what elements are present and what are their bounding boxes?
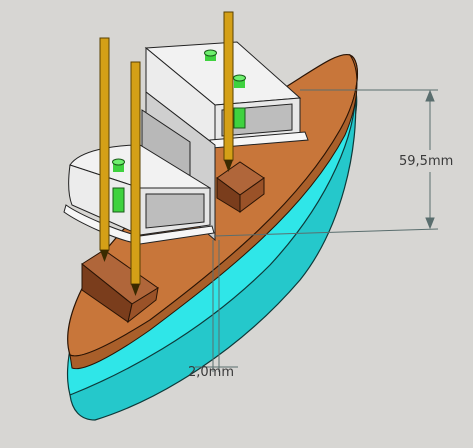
pipe-2 bbox=[233, 74, 246, 88]
gap-dimension bbox=[195, 240, 238, 372]
gap-dimension-label: 2,0mm bbox=[188, 365, 234, 380]
deck-edge bbox=[69, 53, 358, 370]
height-dimension bbox=[213, 89, 439, 237]
bow-block bbox=[81, 249, 159, 324]
front-mast bbox=[99, 37, 110, 262]
height-dimension-label: 59,5mm bbox=[399, 154, 453, 169]
pipe-4 bbox=[112, 158, 125, 172]
rear-mast bbox=[223, 11, 234, 172]
pipe-1 bbox=[204, 49, 217, 61]
pipe-5 bbox=[112, 187, 125, 213]
pipe-3 bbox=[233, 107, 246, 129]
middle-mast bbox=[130, 61, 141, 296]
